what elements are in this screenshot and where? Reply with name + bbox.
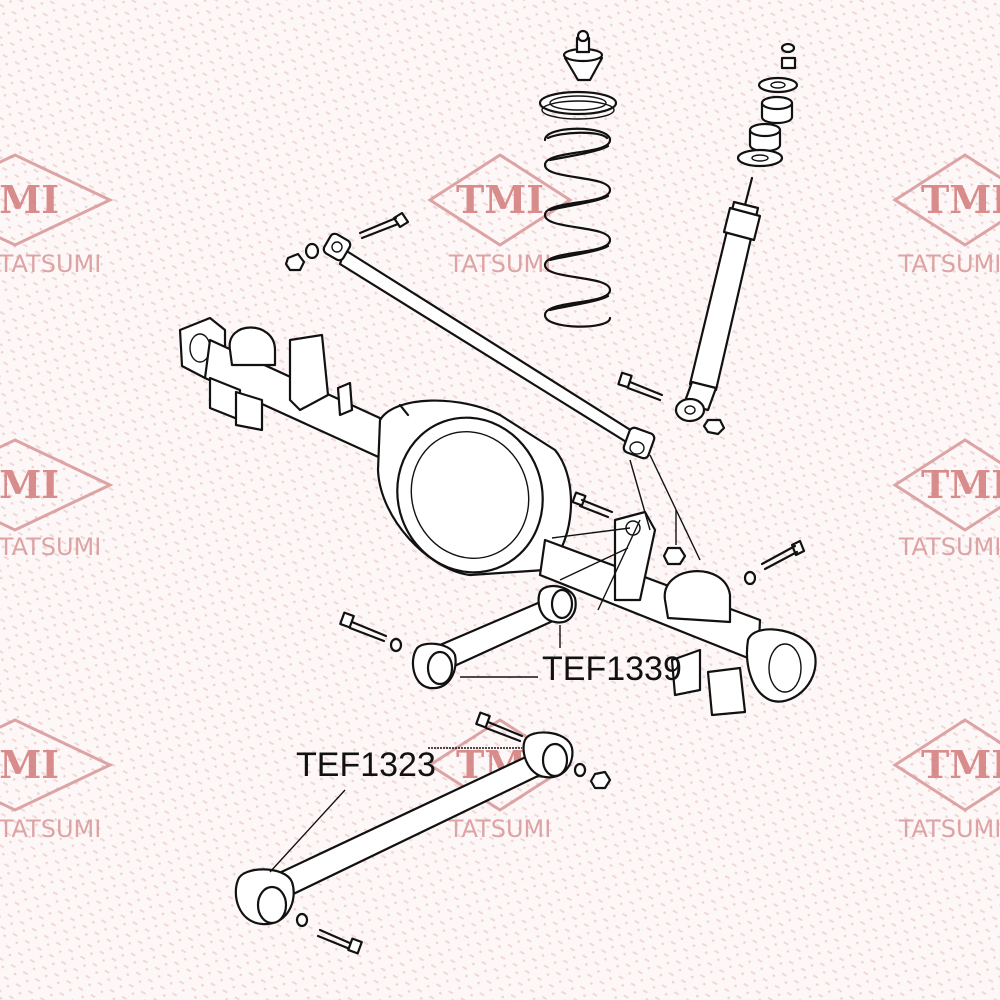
svg-text:TATSUMI: TATSUMI	[0, 533, 101, 561]
tmi-watermark: TMI TATSUMI	[892, 718, 1000, 843]
washer-icon	[573, 762, 587, 778]
upper-control-arm-icon	[411, 584, 577, 690]
bolt-icon	[339, 611, 388, 643]
washer-icon	[304, 242, 320, 260]
svg-text:TMI: TMI	[921, 177, 1000, 222]
nut-icon	[702, 418, 726, 436]
nut-icon	[284, 252, 306, 272]
svg-text:TMI: TMI	[921, 462, 1000, 507]
leader-lines	[460, 454, 701, 678]
tmi-watermark: TMI TATSUMI	[892, 153, 1000, 278]
bolt-icon	[358, 211, 410, 240]
svg-text:TATSUMI: TATSUMI	[898, 250, 1000, 278]
watermark-layer: TMI TATSUMI TMI TATSUMI TMI TATSUMI TMI …	[0, 153, 1000, 843]
tmi-watermark: TMI TATSUMI	[0, 438, 114, 561]
lateral-rod-icon	[322, 232, 656, 460]
svg-text:TATSUMI: TATSUMI	[448, 250, 552, 278]
washer-icon	[743, 570, 757, 586]
bolt-icon	[316, 928, 363, 955]
coil-spring-icon	[543, 127, 612, 328]
bump-stop-icon	[562, 29, 604, 82]
svg-text:TATSUMI: TATSUMI	[448, 815, 552, 843]
washer-icon	[389, 637, 403, 653]
shock-absorber-icon	[674, 176, 762, 423]
bolt-icon	[571, 491, 614, 519]
bolt-icon	[617, 371, 664, 402]
svg-text:TMI: TMI	[0, 742, 59, 787]
washer-icon	[295, 912, 309, 928]
rear-axle-housing-icon	[178, 316, 817, 717]
svg-text:TMI: TMI	[921, 742, 1000, 787]
bolt-icon	[760, 539, 806, 571]
leader-lines	[269, 747, 522, 873]
part-label-tef1339: TEF1339	[542, 650, 682, 688]
lower-control-arm-icon	[234, 731, 574, 926]
svg-text:TATSUMI: TATSUMI	[898, 533, 1000, 561]
tmi-watermark: TMI TATSUMI	[427, 153, 573, 278]
tmi-watermark: TMI TATSUMI	[0, 153, 114, 278]
svg-text:TATSUMI: TATSUMI	[898, 815, 1000, 843]
nut-icon	[589, 770, 612, 790]
shock-mount-stack-icon	[736, 42, 799, 168]
svg-text:TMI: TMI	[0, 462, 59, 507]
tmi-watermark: TMI TATSUMI	[892, 438, 1000, 561]
tmi-watermark: TMI TATSUMI	[0, 718, 114, 843]
spring-seat-icon	[538, 90, 618, 120]
svg-text:TATSUMI: TATSUMI	[0, 250, 101, 278]
svg-text:TMI: TMI	[0, 177, 59, 222]
svg-text:TATSUMI: TATSUMI	[0, 815, 101, 843]
part-label-tef1323: TEF1323	[296, 746, 436, 784]
svg-text:TMI: TMI	[456, 177, 544, 222]
bolt-icon	[475, 711, 524, 743]
nut-icon	[662, 510, 687, 566]
